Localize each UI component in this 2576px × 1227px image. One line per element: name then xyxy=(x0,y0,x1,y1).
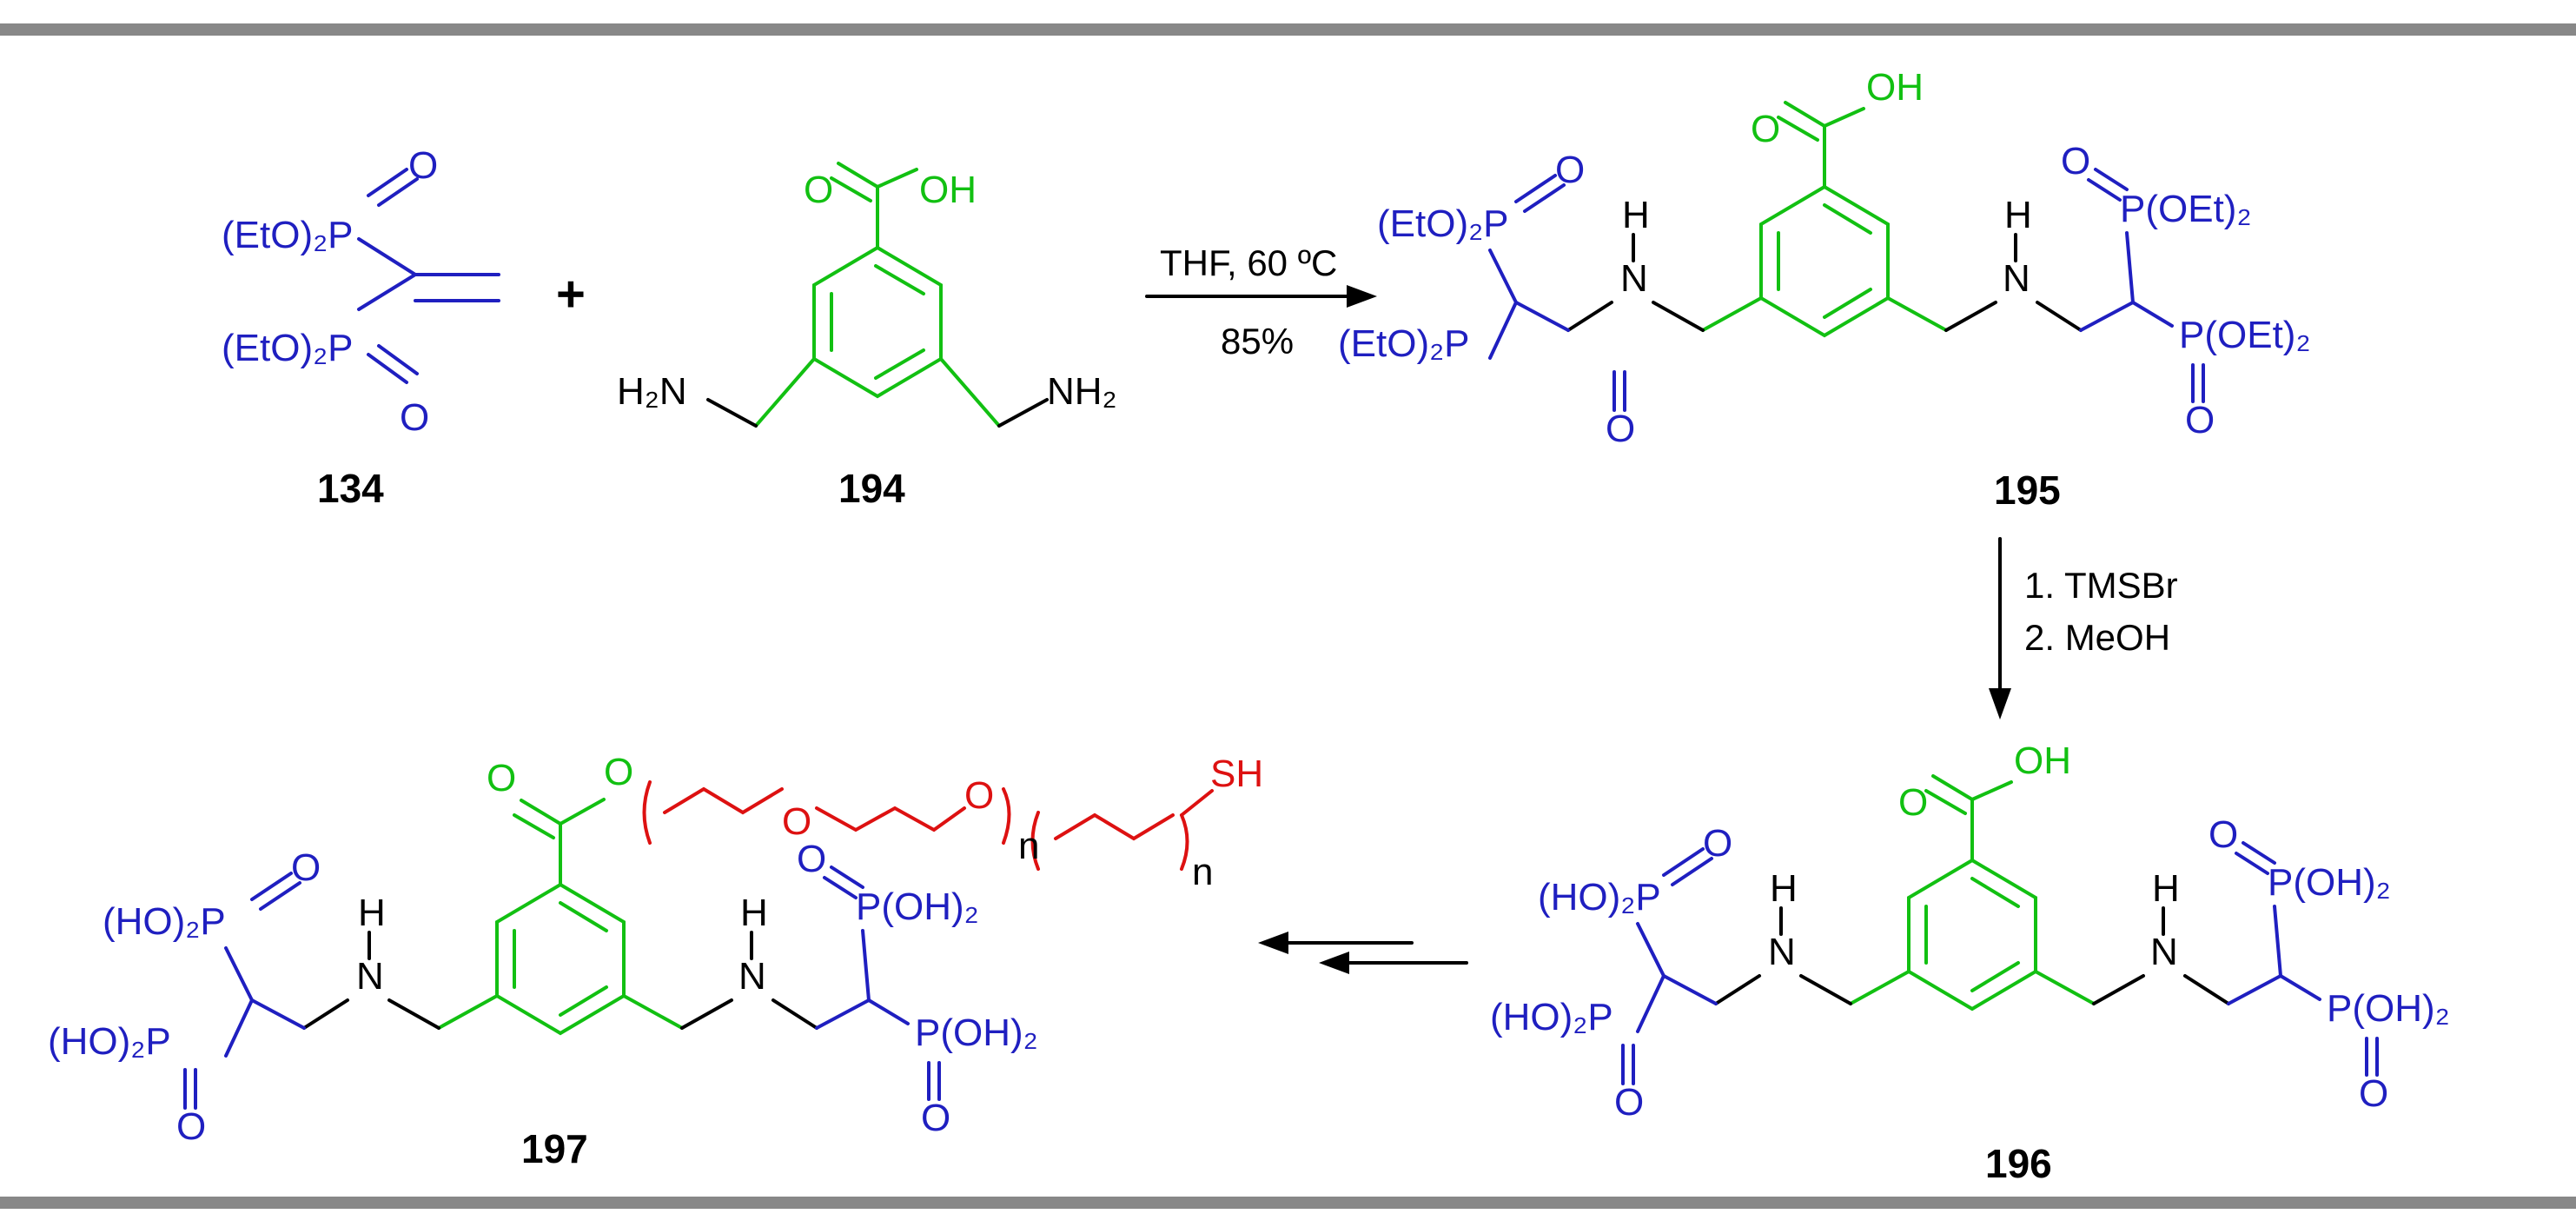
compound-number: 197 xyxy=(521,1126,588,1171)
reaction-arrow-1: THF, 60 ºC 85% xyxy=(1145,242,1377,361)
phosphonate-label: (HO)₂P xyxy=(103,900,226,943)
compound-number: 195 xyxy=(1994,468,2061,513)
compound-195: O OH N H N H (EtO)₂P O (EtO)₂P O P(OEt)₂… xyxy=(1338,66,2311,513)
ester-oxygen-label: O xyxy=(604,751,633,793)
compound-196: O OH N H N H (HO)₂P O (HO)₂P O P(OH)₂ O … xyxy=(1490,740,2450,1186)
oxygen-label: O xyxy=(400,396,429,439)
oxygen-label: O xyxy=(291,846,321,889)
amine-label: N xyxy=(1768,931,1796,973)
phosphonate-label: P(OH)₂ xyxy=(2268,861,2391,904)
amine-label: N xyxy=(738,955,766,998)
phosphonate-label: (EtO)₂P xyxy=(1377,202,1509,245)
oxygen-label: O xyxy=(1898,781,1928,824)
oxygen-label: O xyxy=(1703,822,1732,865)
amine-label: N xyxy=(2003,257,2030,300)
compound-number: 134 xyxy=(317,466,384,511)
oxygen-label: O xyxy=(2359,1072,2388,1115)
hydrogen-label: H xyxy=(2152,867,2180,910)
hydrogen-label: H xyxy=(358,892,386,934)
oxygen-label: O xyxy=(804,169,833,211)
oxygen-label: O xyxy=(2185,399,2215,441)
repeat-unit-subscript: n xyxy=(1192,851,1213,893)
oxygen-label: O xyxy=(2061,140,2090,182)
amine-label: N xyxy=(356,955,384,998)
phosphonate-label: (EtO)₂P xyxy=(222,327,354,369)
amine-label: NH₂ xyxy=(1047,370,1117,413)
oxygen-label: O xyxy=(1606,408,1635,450)
peg-oxygen-label: O xyxy=(782,800,811,843)
oxygen-label: O xyxy=(487,757,516,799)
phosphonate-label: P(OEt)₂ xyxy=(2120,188,2252,230)
compound-194: O OH H₂N NH₂ 194 xyxy=(617,162,1117,511)
reaction-arrow-3 xyxy=(1258,932,1468,974)
phosphonate-label: P(OH)₂ xyxy=(915,1011,1038,1054)
reaction-arrow-2: 1. TMSBr 2. MeOH xyxy=(1989,537,2178,720)
reaction-step-2: 2. MeOH xyxy=(2024,617,2170,658)
plus-sign: + xyxy=(556,266,586,322)
oxygen-label: O xyxy=(921,1097,950,1139)
reaction-conditions: THF, 60 ºC xyxy=(1160,242,1337,283)
reaction-yield: 85% xyxy=(1221,321,1294,361)
compound-197: O O O O n n SH N H N H (HO)₂P O (HO)₂P O… xyxy=(48,751,1263,1171)
hydroxyl-label: OH xyxy=(2014,740,2071,782)
phosphonate-label: (HO)₂P xyxy=(48,1020,171,1063)
phosphonate-label: P(OEt)₂ xyxy=(2179,314,2311,356)
reaction-step-1: 1. TMSBr xyxy=(2024,565,2178,606)
phosphonate-label: (EtO)₂P xyxy=(1338,322,1470,365)
repeat-unit-subscript: n xyxy=(1018,825,1039,867)
oxygen-label: O xyxy=(176,1105,206,1148)
hydrogen-label: H xyxy=(1622,194,1650,236)
phosphonate-label: (HO)₂P xyxy=(1490,996,1613,1038)
compound-number: 194 xyxy=(838,466,905,511)
phosphonate-label: P(OH)₂ xyxy=(2327,987,2450,1030)
oxygen-label: O xyxy=(1751,108,1780,150)
amine-label: N xyxy=(2150,931,2178,973)
hydroxyl-label: OH xyxy=(1866,66,1924,109)
oxygen-label: O xyxy=(1555,149,1585,191)
thiol-label: SH xyxy=(1210,753,1263,795)
oxygen-label: O xyxy=(408,144,438,187)
oxygen-label: O xyxy=(2208,813,2238,856)
oxygen-label: O xyxy=(1614,1081,1644,1124)
phosphonate-label: P(OH)₂ xyxy=(856,885,979,928)
amine-label: N xyxy=(1620,257,1648,300)
hydrogen-label: H xyxy=(740,892,768,934)
amine-label: H₂N xyxy=(617,370,687,413)
hydrogen-label: H xyxy=(2004,194,2032,236)
compound-134: (EtO)₂P (EtO)₂P O O 134 xyxy=(222,144,500,511)
peg-oxygen-label: O xyxy=(964,774,994,817)
hydroxyl-label: OH xyxy=(919,169,977,211)
hydrogen-label: H xyxy=(1770,867,1798,910)
oxygen-label: O xyxy=(797,838,826,880)
phosphonate-label: (EtO)₂P xyxy=(222,214,354,256)
phosphonate-label: (HO)₂P xyxy=(1538,876,1661,919)
compound-number: 196 xyxy=(1985,1141,2052,1186)
